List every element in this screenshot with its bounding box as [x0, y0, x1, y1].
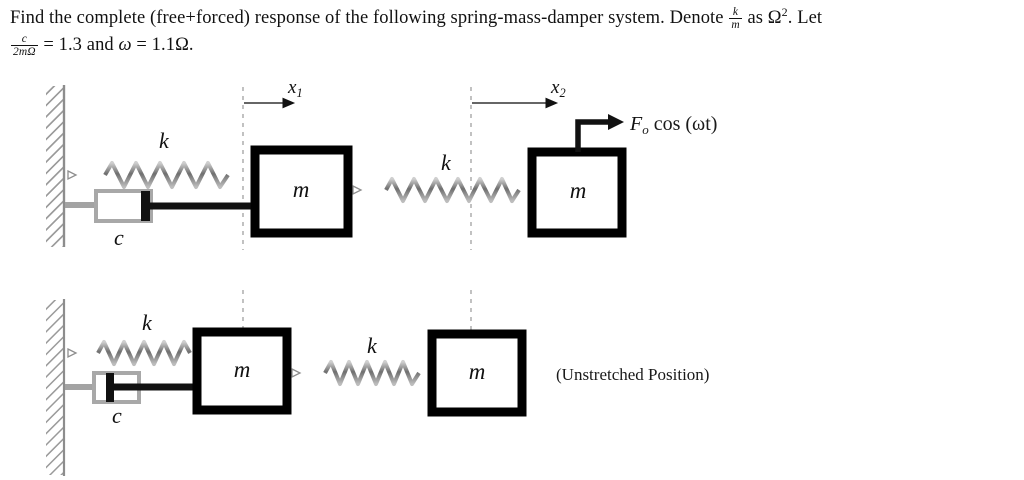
problem-text-segment-5: = 1.1Ω. [131, 34, 194, 55]
top-mass-2: m [527, 147, 627, 238]
top-damper-label: c [114, 225, 124, 250]
top-mass-1-label: m [293, 177, 310, 202]
force-label: Fo cos (ωt) [629, 113, 717, 137]
bottom-middle-spring [291, 360, 432, 386]
top-mass-1: m [250, 145, 353, 238]
bottom-left-spring-label: k [142, 310, 153, 335]
fraction-numerator: k [729, 6, 742, 19]
top-middle-spring-label: k [441, 150, 452, 175]
top-wall-hatching [46, 85, 66, 247]
fraction-denominator: m [731, 18, 740, 31]
x2-label: x2 [550, 77, 566, 100]
x1-label: x1 [287, 77, 303, 100]
applied-force-arrow [575, 114, 624, 152]
omega-symbol: ω [118, 34, 132, 55]
bottom-mass-1-label: m [234, 357, 251, 382]
problem-text-segment-3: . Let [787, 8, 823, 29]
fraction2-numerator: c [11, 33, 38, 46]
problem-statement: Find the complete (free+forced) response… [10, 4, 1014, 59]
top-system-group: x1 x2 k c m [46, 77, 717, 250]
omega-exponent: 2 [781, 5, 788, 19]
top-mass-2-label: m [570, 178, 587, 203]
bottom-system-group: k c m k m (Unstretched Position) [46, 290, 709, 476]
bottom-damper-label: c [112, 403, 122, 428]
top-left-spring [67, 161, 254, 189]
bottom-left-spring [67, 340, 198, 366]
problem-text-segment-1: Find the complete (free+forced) response… [10, 8, 729, 29]
bottom-wall [46, 299, 66, 476]
problem-text-segment-2: as Ω [742, 8, 782, 29]
bottom-mass-1: m [192, 327, 292, 415]
bottom-damper [65, 371, 200, 404]
fraction2-denominator: 2mΩ [13, 45, 36, 58]
bottom-mass-2: m [427, 329, 527, 417]
bottom-mass-2-label: m [469, 359, 486, 384]
top-middle-spring [352, 177, 534, 203]
top-left-spring-label: k [159, 128, 170, 153]
spring-mass-damper-diagram: x1 x2 k c m [0, 60, 1024, 480]
bottom-middle-spring-label: k [367, 333, 378, 358]
problem-text-segment-4: = 1.3 and [38, 34, 119, 55]
unstretched-position-note: (Unstretched Position) [556, 365, 709, 384]
top-damper [65, 189, 258, 223]
